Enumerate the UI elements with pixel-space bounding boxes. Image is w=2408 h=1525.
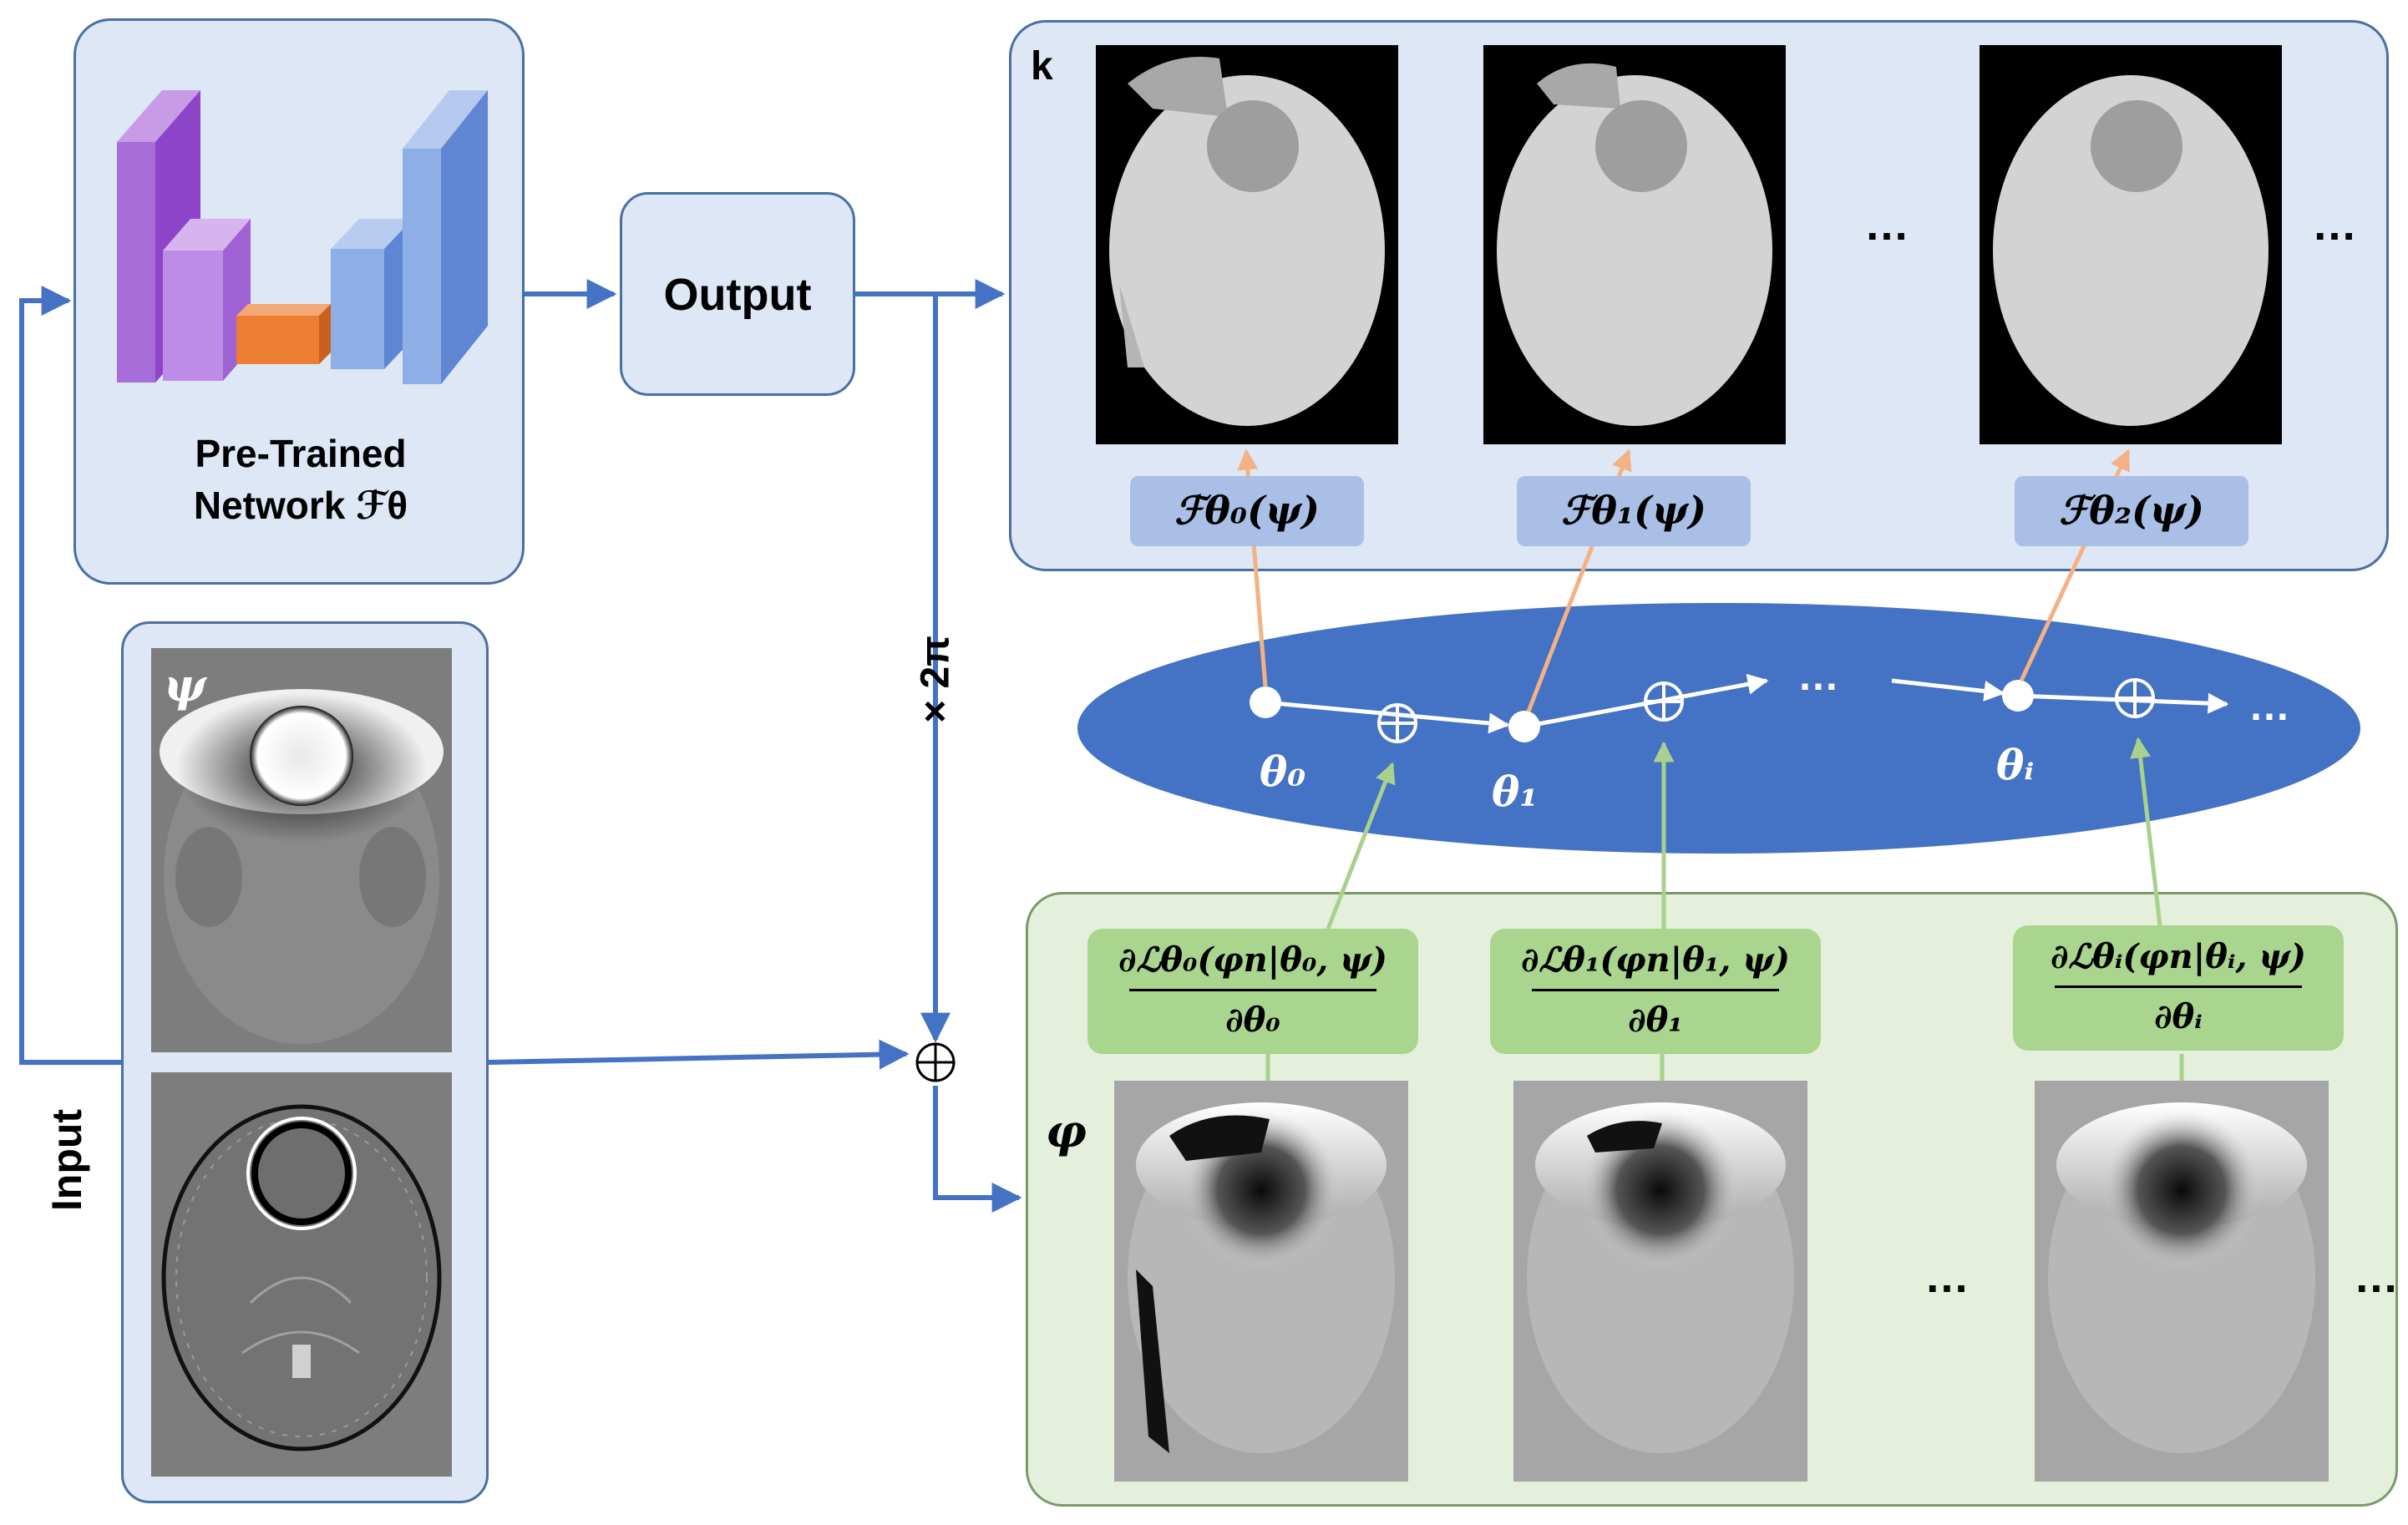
output-label: Output — [663, 270, 812, 320]
output-box-2-text: ℱθ₂(ψ) — [2059, 488, 2204, 533]
gradient-box-2-denominator: ∂θᵢ — [2154, 997, 2203, 1036]
output-box-0: ℱθ₀(ψ) — [1130, 476, 1364, 546]
theta-0-label: θ₀ — [1260, 747, 1306, 796]
segmentation-image-2 — [1980, 45, 2282, 444]
multiplier-label: × 2π — [913, 636, 958, 723]
output-box-1-text: ℱθ₁(ψ) — [1561, 488, 1706, 533]
theta-node-i — [2002, 680, 2034, 712]
phi-tag: φ — [1046, 1104, 1087, 1158]
combine-plus-icon — [915, 1042, 956, 1082]
optimization-ellipse — [1077, 603, 2360, 854]
output-box-1: ℱθ₁(ψ) — [1517, 476, 1751, 546]
theta-ellipsis-2: … — [2248, 682, 2290, 729]
phi-image-2 — [2035, 1081, 2329, 1482]
theta-node-1 — [1508, 711, 1540, 742]
psi-phase-image — [151, 648, 452, 1052]
gradient-box-2-fraction-bar — [2055, 985, 2302, 988]
input-label: Input — [43, 1108, 90, 1212]
gradient-box-0-numerator: ∂ℒθ₀(φn|θ₀, ψ) — [1118, 940, 1387, 980]
phi-ellipsis-1: … — [1924, 1252, 1969, 1302]
segmentation-image-1 — [1483, 45, 1786, 444]
network-label-line2: Network ℱθ — [193, 484, 408, 527]
gradient-box-2-numerator: ∂ℒθᵢ(φn|θᵢ, ψ) — [2051, 937, 2306, 976]
theta-node-0 — [1250, 687, 1281, 718]
network-label: Pre-Trained Network ℱθ — [100, 428, 501, 531]
gradient-box-1: ∂ℒθ₁(φn|θ₁, ψ) ∂θ₁ — [1490, 929, 1821, 1054]
output-box-0-text: ℱθ₀(ψ) — [1174, 488, 1320, 533]
theta-i-label: θᵢ — [1996, 740, 2035, 789]
phi-image-0 — [1114, 1081, 1408, 1482]
output-box-2: ℱθ₂(ψ) — [2015, 476, 2248, 546]
k-ellipsis-1: … — [1864, 200, 1909, 250]
gradient-box-1-fraction-bar — [1532, 989, 1779, 991]
gradient-box-1-numerator: ∂ℒθ₁(φn|θ₁, ψ) — [1521, 940, 1790, 980]
gradient-box-0: ∂ℒθ₀(φn|θ₀, ψ) ∂θ₀ — [1087, 929, 1418, 1054]
phi-image-1 — [1513, 1081, 1807, 1482]
theta-ellipsis-1: … — [1797, 652, 1839, 699]
gradient-arrows — [1265, 737, 2184, 1081]
phi-ellipsis-2: … — [2354, 1252, 2399, 1302]
theta-1-label: θ₁ — [1492, 767, 1539, 816]
unet-architecture-icon — [117, 90, 488, 384]
gradient-box-0-fraction-bar — [1129, 989, 1376, 991]
k-tag: k — [1031, 44, 1053, 89]
gradient-box-0-denominator: ∂θ₀ — [1225, 1001, 1280, 1040]
gradient-box-2: ∂ℒθᵢ(φn|θᵢ, ψ) ∂θᵢ — [2013, 925, 2344, 1051]
segmentation-image-0 — [1096, 45, 1398, 444]
gradient-box-1-denominator: ∂θ₁ — [1628, 1001, 1683, 1040]
output-box — [620, 192, 855, 396]
psi-tag: ψ — [164, 658, 206, 712]
flow-arrows — [19, 279, 1022, 1213]
update-plus-icons — [1377, 678, 2155, 743]
k-ellipsis-2: … — [2312, 200, 2357, 250]
network-label-line1: Pre-Trained — [195, 432, 407, 475]
local-field-image — [151, 1072, 452, 1477]
